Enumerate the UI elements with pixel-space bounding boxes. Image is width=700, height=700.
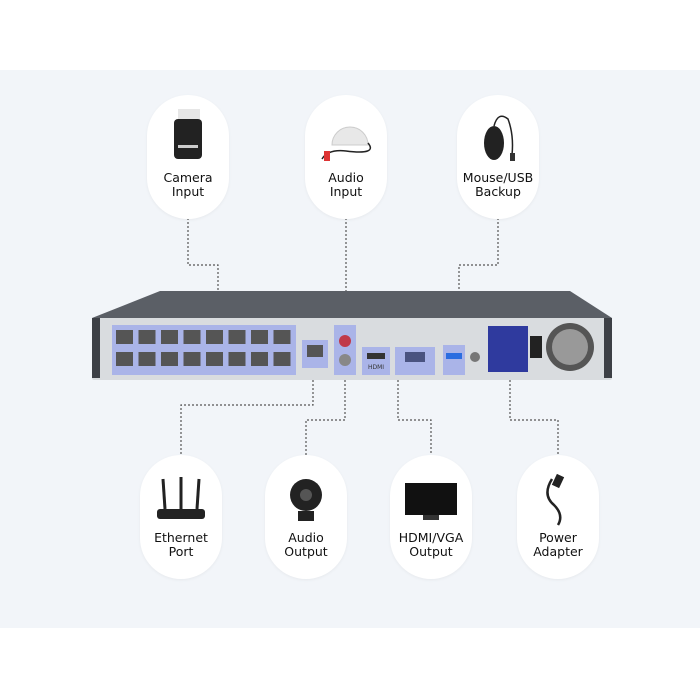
vga-port — [405, 352, 425, 362]
poe-port — [273, 352, 291, 366]
label-line1: Mouse/USB — [462, 170, 534, 185]
poe-port — [206, 330, 223, 344]
ethernet-port — [307, 345, 323, 357]
usb-port — [446, 353, 462, 359]
speaker-icon — [290, 479, 322, 521]
poe-port — [228, 330, 246, 344]
nvr-device: HDMI — [92, 291, 612, 380]
label-line2: Backup — [475, 184, 521, 199]
audio-in-jack — [339, 335, 351, 347]
label-line1: Camera — [163, 170, 213, 185]
microphone-icon — [321, 126, 372, 161]
poe-port — [116, 352, 133, 366]
hdmi-label: HDMI — [368, 364, 384, 371]
poe-port — [183, 352, 201, 366]
mouse-icon — [484, 115, 515, 161]
poe-port — [138, 330, 156, 344]
connector-lines — [180, 218, 559, 455]
label-line2: Port — [168, 544, 194, 559]
label-line1: Audio — [288, 530, 324, 545]
monitor-icon — [405, 483, 457, 520]
power-connector — [509, 380, 559, 455]
label-line1: Power — [539, 530, 577, 545]
label-line2: Output — [284, 544, 328, 559]
poe-port — [273, 330, 291, 344]
label-line1: HDMI/VGA — [398, 530, 464, 545]
poe-port — [116, 330, 133, 344]
ethernet-connector — [180, 380, 314, 455]
label-line2: Input — [171, 184, 205, 199]
router-icon — [157, 477, 205, 519]
camera-connector — [187, 218, 219, 318]
label-line1: Audio — [328, 170, 364, 185]
audio-output-connector — [305, 380, 346, 455]
label-line2: Output — [409, 544, 453, 559]
poe-port — [206, 352, 223, 366]
bullet-camera-icon — [174, 109, 202, 159]
hdmi-vga-connector — [397, 380, 432, 455]
poe-port — [251, 330, 268, 344]
poe-port — [228, 352, 246, 366]
poe-ports — [116, 330, 291, 366]
power-cable-icon — [546, 473, 565, 526]
poe-port — [138, 352, 156, 366]
label-line1: Ethernet — [154, 530, 208, 545]
label-line2: Input — [329, 184, 363, 199]
label-line2: Adapter — [533, 544, 583, 559]
audio-out-jack — [339, 354, 351, 366]
power-socket — [488, 326, 528, 372]
poe-port — [161, 352, 178, 366]
poe-port — [183, 330, 201, 344]
power-switch — [530, 336, 542, 358]
poe-port — [161, 330, 178, 344]
hdmi-port — [367, 353, 385, 359]
poe-port — [251, 352, 268, 366]
